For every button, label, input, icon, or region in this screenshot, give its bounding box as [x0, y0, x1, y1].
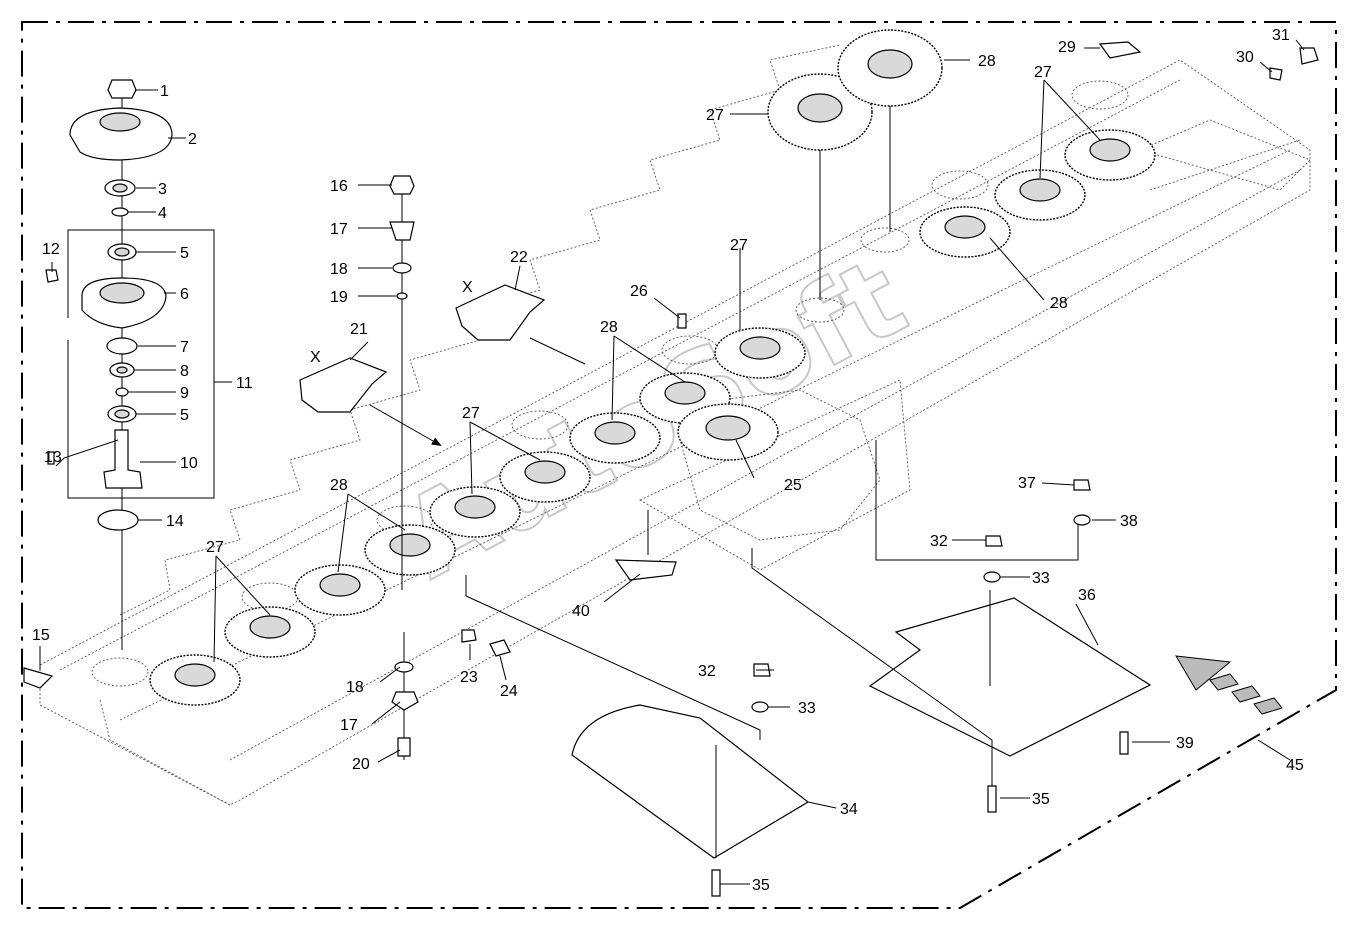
center-shaft-parts: [389, 175, 419, 760]
label-28a: 28: [600, 319, 618, 336]
label-37: 37: [1018, 475, 1036, 492]
gear: [224, 606, 316, 658]
label-24: 24: [500, 683, 518, 700]
label-7: 7: [180, 339, 189, 356]
label-22: 22: [510, 249, 528, 266]
gear: [429, 486, 521, 538]
label-3: 3: [158, 181, 167, 198]
label-18a: 18: [330, 261, 348, 278]
label-31: 31: [1272, 27, 1290, 44]
label-40: 40: [572, 603, 590, 620]
skid-tip-right: [1098, 41, 1142, 59]
skid-tip-left: [23, 667, 54, 689]
gear: [149, 654, 241, 706]
nut-1: [107, 79, 137, 99]
label-11: 11: [236, 375, 253, 392]
gear-train: [149, 29, 1156, 706]
gear-25: [677, 403, 779, 461]
label-14: 14: [166, 513, 184, 530]
gear: [1064, 129, 1156, 181]
label-5a: 5: [180, 245, 189, 262]
knife-guard-21: [299, 357, 388, 413]
label-35b: 35: [1032, 791, 1050, 808]
label-13: 13: [44, 449, 62, 466]
label-26: 26: [630, 283, 648, 300]
label-27c: 27: [206, 539, 224, 556]
gear: [294, 564, 386, 616]
label-28c: 28: [978, 53, 996, 70]
label-23: 23: [460, 669, 478, 686]
label-10: 10: [180, 455, 198, 472]
fasteners: [461, 47, 1319, 897]
label-15: 15: [32, 627, 50, 644]
label-27d: 27: [706, 107, 724, 124]
gear: [994, 169, 1086, 221]
direction-arrow: [1175, 655, 1283, 715]
label-27b: 27: [462, 405, 480, 422]
label-16: 16: [330, 178, 348, 195]
label-45: 45: [1286, 757, 1304, 774]
label-21: 21: [350, 321, 368, 338]
gear: [364, 524, 456, 576]
diagram-border: [21, 21, 1337, 909]
label-38: 38: [1120, 513, 1138, 530]
gear: [714, 327, 806, 379]
leader-lines: [39, 39, 1305, 885]
label-8: 8: [180, 363, 189, 380]
gear: [499, 451, 591, 503]
label-36: 36: [1078, 587, 1096, 604]
label-17b: 17: [340, 717, 358, 734]
label-20: 20: [352, 756, 370, 773]
bearing-housing-2: [69, 107, 173, 161]
label-x1: X: [310, 349, 321, 366]
part-labels: 1 2 3 4 5 6 7 8 9 5 10 11 12 13 14 15 16…: [32, 27, 1304, 894]
label-35a: 35: [752, 877, 770, 894]
o-ring-14: [97, 509, 139, 531]
label-x2: X: [462, 279, 473, 296]
knife-guard-22: [455, 284, 546, 341]
label-28d: 28: [1050, 295, 1068, 312]
label-1: 1: [160, 83, 169, 100]
label-27e: 27: [1034, 64, 1052, 81]
label-27a: 27: [730, 237, 748, 254]
label-30: 30: [1236, 49, 1254, 66]
shield-36: [868, 597, 1152, 757]
drive-stack: [45, 79, 215, 650]
label-29: 29: [1058, 39, 1076, 56]
label-39: 39: [1176, 735, 1194, 752]
label-17a: 17: [330, 221, 348, 238]
gear: [919, 206, 1011, 258]
label-33a: 33: [1032, 570, 1050, 587]
label-6: 6: [180, 286, 189, 303]
label-32b: 32: [698, 663, 716, 680]
label-5b: 5: [180, 407, 189, 424]
gear-27-exploded: [767, 73, 873, 151]
label-18b: 18: [346, 679, 364, 696]
label-32a: 32: [930, 533, 948, 550]
label-9: 9: [180, 385, 189, 402]
label-25: 25: [784, 477, 802, 494]
label-12: 12: [42, 241, 60, 258]
knife-40: [614, 559, 677, 581]
gear: [569, 412, 661, 464]
label-34: 34: [840, 801, 858, 818]
gear-28-exploded: [837, 29, 943, 107]
shield-34: [571, 704, 810, 859]
label-2: 2: [188, 131, 197, 148]
label-4: 4: [158, 205, 167, 222]
label-33b: 33: [798, 700, 816, 717]
pinion-shaft-10: [103, 429, 143, 489]
label-28b: 28: [330, 477, 348, 494]
label-19: 19: [330, 289, 348, 306]
